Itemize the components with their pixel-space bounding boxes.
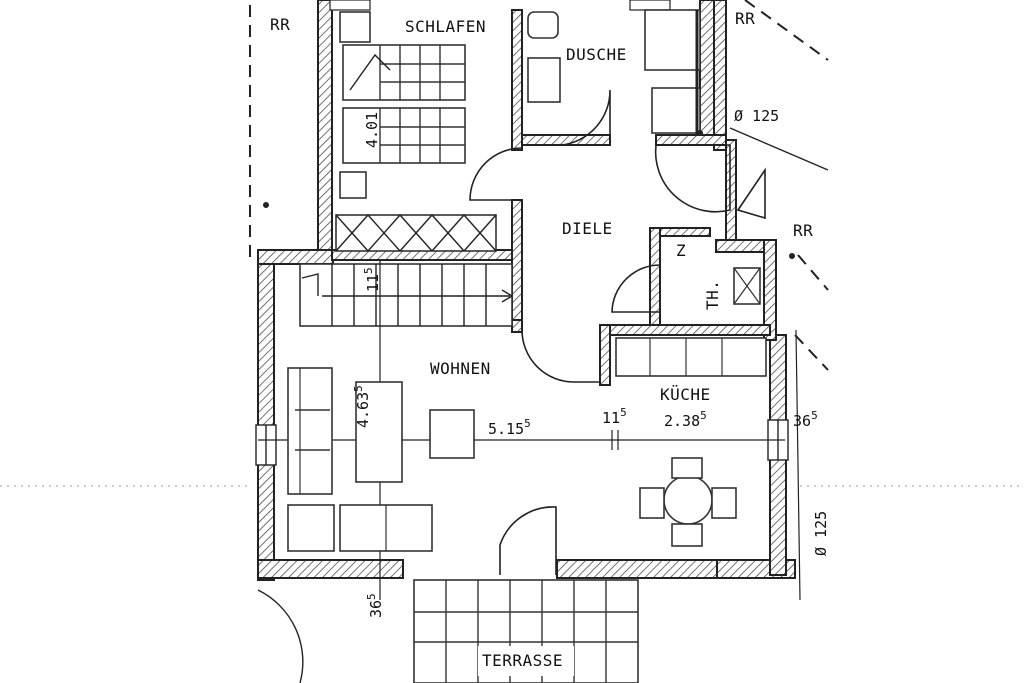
room-label-schlafen: SCHLAFEN	[405, 17, 486, 36]
dimension-wall-right: 365	[793, 409, 818, 430]
dimension-living-width-sup: 5	[524, 417, 531, 430]
dimension-wall-right-main: 36	[793, 412, 811, 430]
dimension-living-depth: 4.635	[352, 385, 372, 428]
room-label-dusche: DUSCHE	[566, 45, 627, 64]
dimension-partition-sup: 5	[620, 406, 627, 419]
bathroom-fixtures	[527, 9, 701, 135]
marker-pipe-right: Ø 125	[812, 511, 830, 556]
dimension-wall-bottom: 365	[365, 593, 385, 618]
dimension-stair-width-main: 11	[364, 274, 382, 292]
room-label-terrasse: TERRASSE	[482, 651, 563, 670]
staircase	[299, 263, 514, 327]
living-furniture	[287, 367, 475, 552]
dimension-partition: 115	[602, 406, 627, 427]
dimension-stair-width: 115	[362, 267, 382, 292]
room-label-z: Z	[676, 241, 686, 260]
bedroom-furniture	[335, 11, 497, 252]
dimension-partition-main: 11	[602, 409, 620, 427]
dimension-stair-width-sup: 5	[362, 267, 375, 274]
room-label-kueche: KÜCHE	[660, 385, 711, 404]
interior-walls	[331, 9, 771, 386]
dimension-wall-right-sup: 5	[811, 409, 818, 422]
roof-outline	[249, 0, 829, 371]
exterior-walls	[257, 0, 796, 581]
dimension-living-width: 5.155	[488, 417, 531, 438]
dimension-bedroom-depth: 4.01	[363, 112, 381, 148]
dimension-living-width-main: 5.15	[488, 420, 524, 438]
marker-rr-top-right: RR	[735, 9, 755, 28]
marker-pipe-top: Ø 125	[734, 107, 779, 125]
marker-rr-right: RR	[793, 221, 813, 240]
windows	[255, 0, 789, 466]
dimension-kitchen-width-sup: 5	[700, 409, 707, 422]
room-label-diele: DIELE	[562, 219, 613, 238]
dimension-wall-bottom-sup: 5	[365, 593, 378, 600]
doors	[469, 89, 766, 575]
terrace	[257, 579, 639, 683]
room-label-th: TH.	[703, 280, 722, 310]
dimension-living-depth-sup: 5	[352, 385, 365, 392]
room-label-wohnen: WOHNEN	[430, 359, 491, 378]
dimension-living-depth-main: 4.63	[354, 392, 372, 428]
dimension-wall-bottom-main: 36	[367, 600, 385, 618]
dimension-kitchen-width: 2.385	[664, 409, 707, 430]
dimension-kitchen-width-main: 2.38	[664, 412, 700, 430]
kitchen-furniture	[615, 267, 767, 547]
marker-rr-top-left: RR	[270, 15, 290, 34]
